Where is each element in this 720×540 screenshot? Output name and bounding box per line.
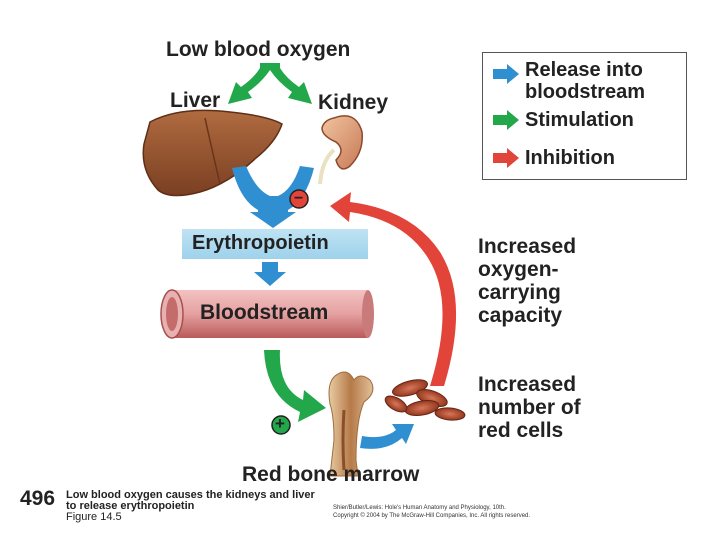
label-red-bone-marrow: Red bone marrow <box>242 463 419 486</box>
label-low-blood-oxygen: Low blood oxygen <box>166 38 350 61</box>
minus-sign: − <box>294 190 303 208</box>
legend: Release into bloodstream Stimulation Inh… <box>482 52 687 180</box>
legend-release-line2: bloodstream <box>525 81 645 103</box>
credit-line2: Copyright © 2004 by The McGraw-Hill Comp… <box>333 513 530 520</box>
cells-line: red cells <box>478 419 581 442</box>
legend-inhibition-arrow-icon <box>491 147 521 169</box>
inhibition-arrow <box>330 192 456 386</box>
legend-stimulation-arrow-icon <box>491 109 521 131</box>
stimulation-arrows-top <box>228 63 312 104</box>
capacity-line: oxygen- <box>478 258 576 281</box>
kidney-illustration <box>322 116 362 169</box>
label-kidney: Kidney <box>318 91 388 114</box>
capacity-line: capacity <box>478 304 576 327</box>
legend-stimulation-label: Stimulation <box>525 109 634 131</box>
release-arrow-cells <box>360 424 414 449</box>
label-bloodstream: Bloodstream <box>200 301 328 324</box>
red-cells-illustration <box>383 377 466 422</box>
cells-line: number of <box>478 396 581 419</box>
credit-line1: Shier/Butler/Lewis: Hole's Human Anatomy… <box>333 505 506 512</box>
label-liver: Liver <box>170 89 220 112</box>
stimulation-arrow-marrow <box>264 350 326 422</box>
capacity-line: Increased <box>478 235 576 258</box>
label-increased-capacity: Increased oxygen- carrying capacity <box>478 235 576 327</box>
bone-illustration <box>329 372 373 476</box>
plus-sign: + <box>275 414 285 434</box>
legend-inhibition-label: Inhibition <box>525 147 615 169</box>
legend-release-line1: Release into <box>525 59 643 81</box>
page-number: 496 <box>20 487 55 511</box>
caption-figure: Figure 14.5 <box>66 511 122 523</box>
label-increased-cells: Increased number of red cells <box>478 373 581 442</box>
cells-line: Increased <box>478 373 581 396</box>
capacity-line: carrying <box>478 281 576 304</box>
label-erythropoietin: Erythropoietin <box>192 232 329 255</box>
legend-release-arrow-icon <box>491 63 521 85</box>
release-arrow-bloodstream <box>254 262 286 286</box>
